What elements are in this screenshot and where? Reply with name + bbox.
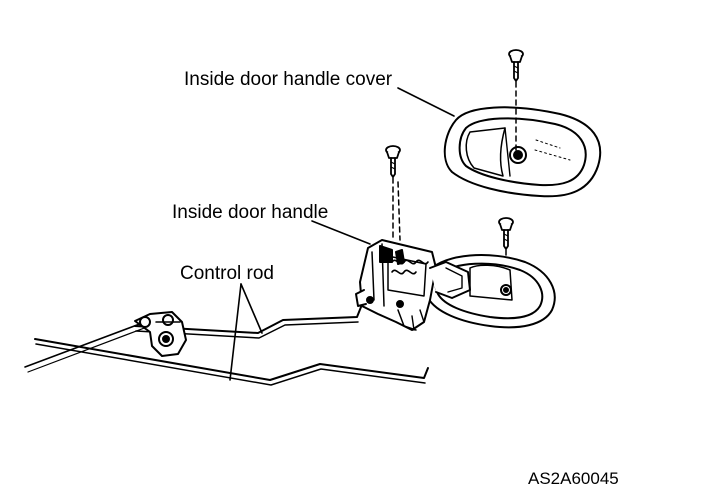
screw-top-cover bbox=[508, 49, 524, 151]
figure-code: AS2A60045 bbox=[528, 469, 619, 488]
control-cable bbox=[24, 321, 146, 368]
handle-mechanism bbox=[355, 239, 471, 331]
label-inside-door-handle-cover: Inside door handle cover bbox=[184, 69, 393, 90]
label-inside-door-handle: Inside door handle bbox=[172, 202, 329, 223]
handle-cover bbox=[443, 106, 602, 198]
upper-control-rod bbox=[134, 306, 362, 334]
control-rods bbox=[24, 306, 429, 386]
screw-handle bbox=[385, 145, 401, 241]
label-control-rod: Control rod bbox=[180, 263, 274, 284]
rod-bracket bbox=[134, 311, 187, 357]
leader-lines bbox=[229, 87, 455, 381]
lower-control-rod bbox=[34, 338, 429, 381]
